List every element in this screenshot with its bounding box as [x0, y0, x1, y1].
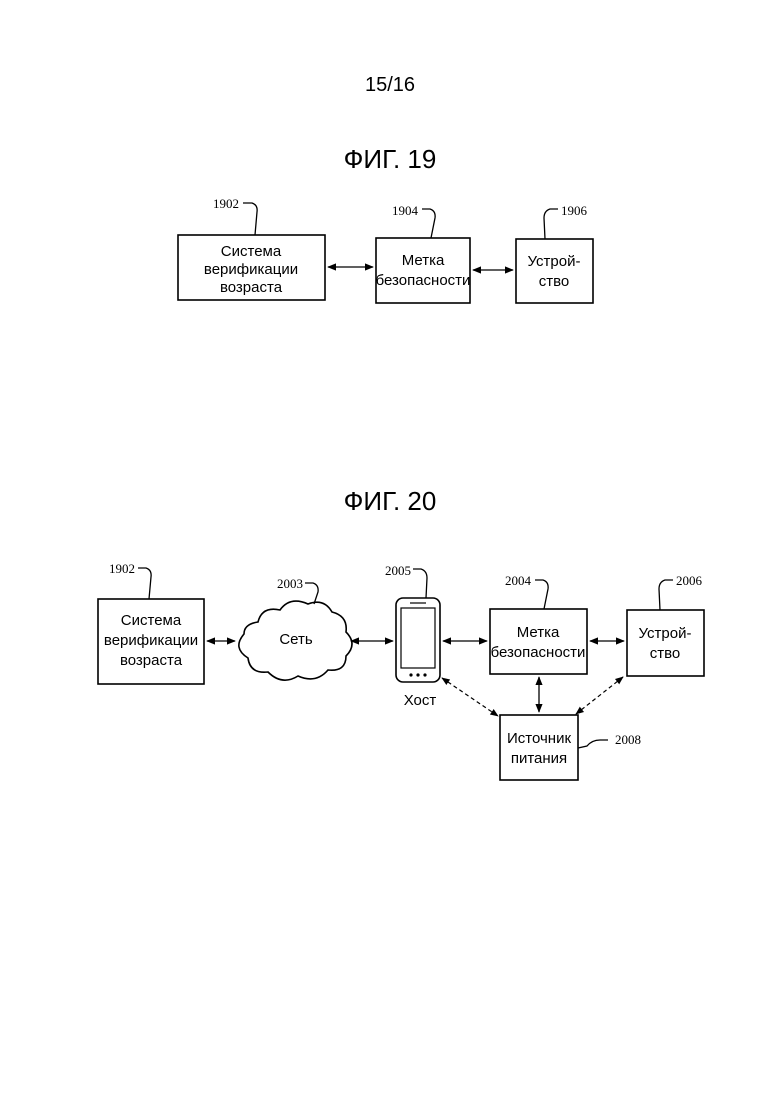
fig19-ref-1906-leader — [544, 209, 558, 239]
fig20-security-tag-box: Метка безопасности — [490, 609, 587, 674]
fig20-security-tag-line1: Метка — [517, 624, 560, 641]
fig19-security-tag-line1: Метка — [402, 252, 445, 269]
fig19-ref-1904: 1904 — [392, 203, 419, 218]
fig20-dashed-arrow-device-power — [576, 677, 623, 714]
fig19-ref-1902-leader — [243, 203, 257, 235]
fig19-security-tag-line2: безопасности — [376, 272, 471, 289]
fig20-ref-2004-leader — [535, 580, 548, 609]
fig19-device-line1: Устрой- — [528, 253, 581, 270]
fig19-age-system-line2: верификации — [204, 261, 298, 278]
fig19-ref-1906: 1906 — [561, 203, 588, 218]
fig19-security-tag-box: Метка безопасности — [376, 238, 471, 303]
fig20-age-verification-box: Система верификации возраста — [98, 599, 204, 684]
page-number: 15/16 — [365, 74, 415, 96]
fig19-device-line2: ство — [539, 273, 570, 290]
fig20-age-system-line2: верификации — [104, 632, 198, 649]
fig20-network-cloud: Сеть — [239, 601, 352, 680]
fig20-ref-2004: 2004 — [505, 573, 532, 588]
fig20-ref-2006: 2006 — [676, 573, 703, 588]
fig20-power-source-line2: питания — [511, 750, 567, 767]
fig20-device-box: Устрой- ство — [627, 610, 704, 676]
fig20-device-line1: Устрой- — [639, 625, 692, 642]
fig20-ref-2005-leader — [413, 569, 427, 598]
fig20-ref-2008: 2008 — [615, 732, 641, 747]
fig20-device-line2: ство — [650, 645, 681, 662]
fig20-ref-2005: 2005 — [385, 563, 411, 578]
fig20-network-label: Сеть — [279, 631, 313, 648]
fig20-host-label: Хост — [404, 692, 437, 709]
fig20-dashed-arrow-host-power — [442, 678, 498, 716]
fig19-title: ФИГ. 19 — [344, 144, 437, 174]
smartphone-icon — [396, 598, 440, 682]
fig20-ref-2003: 2003 — [277, 576, 303, 591]
fig20-security-tag-line2: безопасности — [491, 644, 586, 661]
fig19-age-verification-box: Система верификации возраста — [178, 235, 325, 300]
fig20-power-source-box: Источник питания — [500, 715, 578, 780]
fig19-ref-1904-leader — [422, 209, 435, 238]
fig20-ref-2003-leader — [305, 583, 318, 604]
fig19-device-box: Устрой- ство — [516, 239, 593, 303]
fig20-ref-1902-leader — [138, 568, 151, 599]
fig19-age-system-line1: Система — [221, 243, 282, 260]
fig19-ref-1902: 1902 — [213, 196, 239, 211]
fig20-ref-2008-leader — [578, 740, 608, 748]
fig20-age-system-line1: Система — [121, 612, 182, 629]
fig20-power-source-line1: Источник — [507, 730, 571, 747]
fig19-age-system-line3: возраста — [220, 279, 283, 296]
fig20-ref-1902: 1902 — [109, 561, 135, 576]
fig20-title: ФИГ. 20 — [344, 486, 437, 516]
fig20-age-system-line3: возраста — [120, 652, 183, 669]
fig20-ref-2006-leader — [659, 580, 673, 610]
